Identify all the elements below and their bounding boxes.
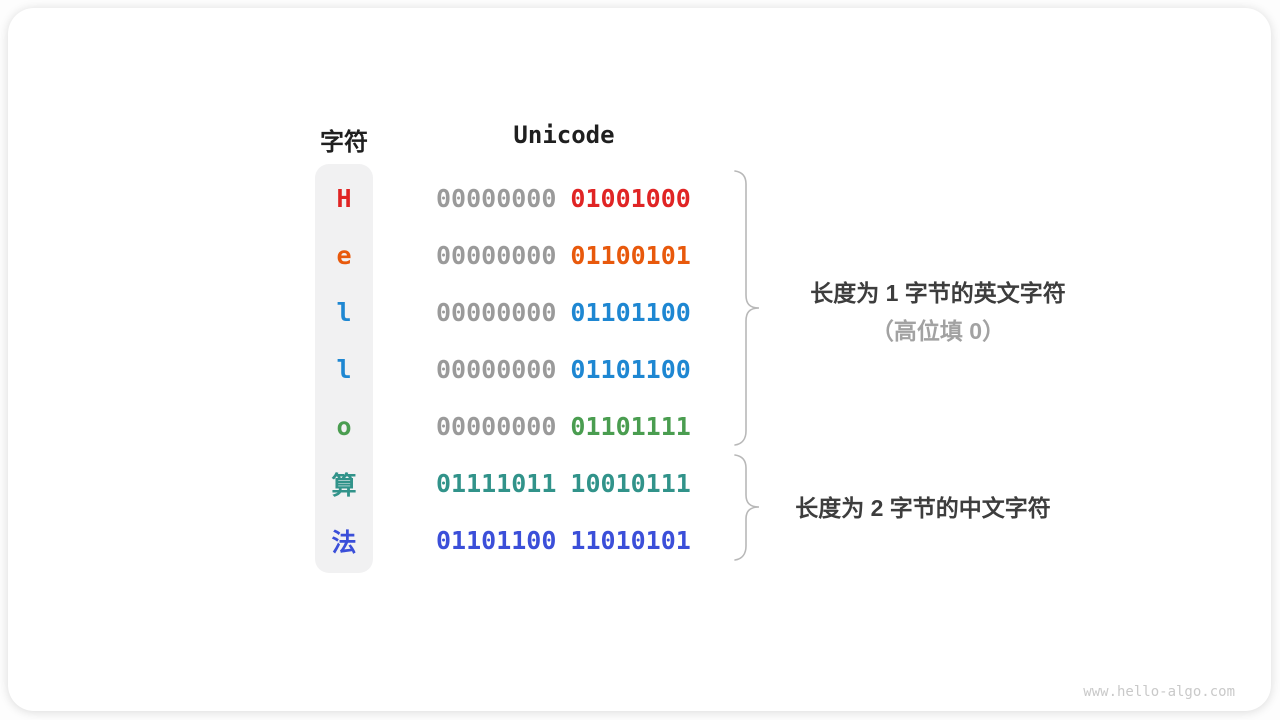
byte2-value: 01100101 bbox=[570, 241, 691, 270]
brace-group2-icon bbox=[734, 454, 760, 561]
unicode-bits: 01101100 11010101 bbox=[436, 512, 691, 569]
character-cell: H bbox=[336, 184, 352, 213]
character-cell: 法 bbox=[331, 527, 357, 557]
byte1-value: 00000000 bbox=[436, 298, 557, 327]
byte2-value: 01101100 bbox=[570, 298, 691, 327]
group-braces bbox=[734, 170, 760, 561]
annotation-line: （高位填 0） bbox=[870, 318, 1006, 344]
encoding-row-suan: 算 01111011 10010111 bbox=[315, 455, 735, 512]
card: 字符 Unicode H 00000000 01001000 e 0000000… bbox=[8, 8, 1271, 711]
encoding-row-l2: l 00000000 01101100 bbox=[315, 341, 735, 398]
character-cell: l bbox=[336, 298, 352, 327]
byte2-value: 01101100 bbox=[570, 355, 691, 384]
byte1-value: 00000000 bbox=[436, 241, 557, 270]
encoding-row-fa: 法 01101100 11010101 bbox=[315, 512, 735, 569]
watermark: www.hello-algo.com bbox=[1083, 684, 1235, 700]
encoding-row-h: H 00000000 01001000 bbox=[315, 170, 735, 227]
annotation-group1: 长度为 1 字节的英文字符 （高位填 0） bbox=[783, 274, 1093, 350]
character-cell: o bbox=[336, 412, 352, 441]
byte2-value: 01001000 bbox=[570, 184, 691, 213]
unicode-bits: 00000000 01101111 bbox=[436, 398, 691, 455]
byte1-value: 01101100 bbox=[436, 526, 557, 555]
column-header-char: 字符 bbox=[320, 129, 368, 156]
column-header-unicode: Unicode bbox=[513, 121, 615, 149]
brace-group1-icon bbox=[734, 170, 760, 446]
encoding-row-o: o 00000000 01101111 bbox=[315, 398, 735, 455]
annotation-line: 长度为 2 字节的中文字符 bbox=[795, 495, 1051, 521]
byte2-value: 10010111 bbox=[570, 469, 691, 498]
byte2-value: 11010101 bbox=[570, 526, 691, 555]
unicode-bits: 00000000 01100101 bbox=[436, 227, 691, 284]
byte1-value: 01111011 bbox=[436, 469, 557, 498]
unicode-bits: 00000000 01001000 bbox=[436, 170, 691, 227]
encoding-row-e: e 00000000 01100101 bbox=[315, 227, 735, 284]
char-column-background bbox=[315, 164, 373, 573]
character-cell: e bbox=[336, 241, 352, 270]
byte1-value: 00000000 bbox=[436, 355, 557, 384]
unicode-bits: 00000000 01101100 bbox=[436, 341, 691, 398]
byte1-value: 00000000 bbox=[436, 412, 557, 441]
character-cell: l bbox=[336, 355, 352, 384]
byte2-value: 01101111 bbox=[570, 412, 691, 441]
annotation-line: 长度为 1 字节的英文字符 bbox=[810, 280, 1066, 306]
encoding-row-l1: l 00000000 01101100 bbox=[315, 284, 735, 341]
unicode-bits: 01111011 10010111 bbox=[436, 455, 691, 512]
unicode-bits: 00000000 01101100 bbox=[436, 284, 691, 341]
byte1-value: 00000000 bbox=[436, 184, 557, 213]
character-cell: 算 bbox=[331, 470, 357, 500]
annotation-group2: 长度为 2 字节的中文字符 bbox=[783, 494, 1063, 522]
